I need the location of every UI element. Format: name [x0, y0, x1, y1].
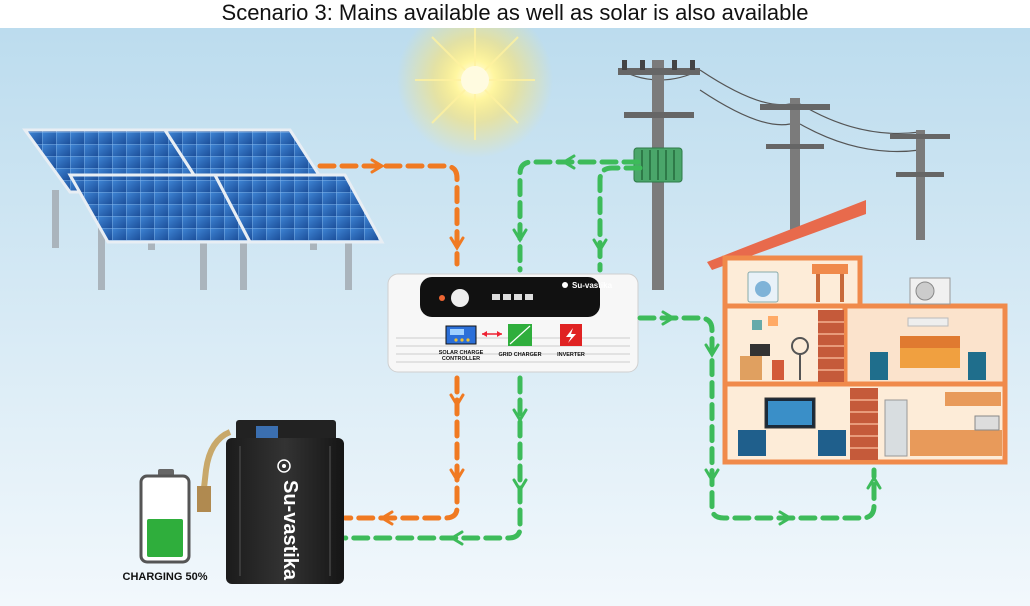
module-label-solar-charge-controller-line2: CONTROLLER: [442, 356, 480, 362]
utility-pole-icon: [760, 98, 830, 238]
battery-unit: Su-vastika: [197, 420, 344, 584]
inverter-brand: Su-vastika: [572, 281, 613, 290]
battery-level-fill: [147, 519, 183, 557]
grid-flow-path: [342, 159, 877, 541]
charging-status-label: CHARGING 50%: [123, 571, 208, 583]
module-label-inverter: INVERTER: [557, 352, 585, 358]
page-title: Scenario 3: Mains available as well as s…: [221, 0, 809, 25]
battery-level-icon: CHARGING 50%: [123, 469, 208, 583]
solar-flow-path: [317, 163, 460, 521]
brand-logo-icon: [277, 459, 291, 473]
module-label-solar-charge-controller: SOLAR CHARGE: [439, 350, 484, 356]
sun-icon: [397, 28, 553, 158]
battery-brand: Su-vastika: [279, 480, 301, 581]
solar-flow-arrows: [370, 158, 465, 526]
house-icon: [707, 200, 1008, 465]
transformer-icon: [633, 147, 683, 183]
diagram-canvas: Su-vastika SOLAR CHARGE CONTROLLER GRID …: [0, 28, 1030, 606]
module-label-grid-charger: GRID CHARGER: [498, 352, 541, 358]
grid-flow-arrows: [449, 154, 882, 546]
inverter-unit: Su-vastika SOLAR CHARGE CONTROLLER GRID …: [387, 273, 639, 373]
solar-panel-icon: [22, 128, 385, 290]
brand-logo-icon: [562, 282, 568, 288]
utility-pole-icon: [890, 130, 950, 240]
